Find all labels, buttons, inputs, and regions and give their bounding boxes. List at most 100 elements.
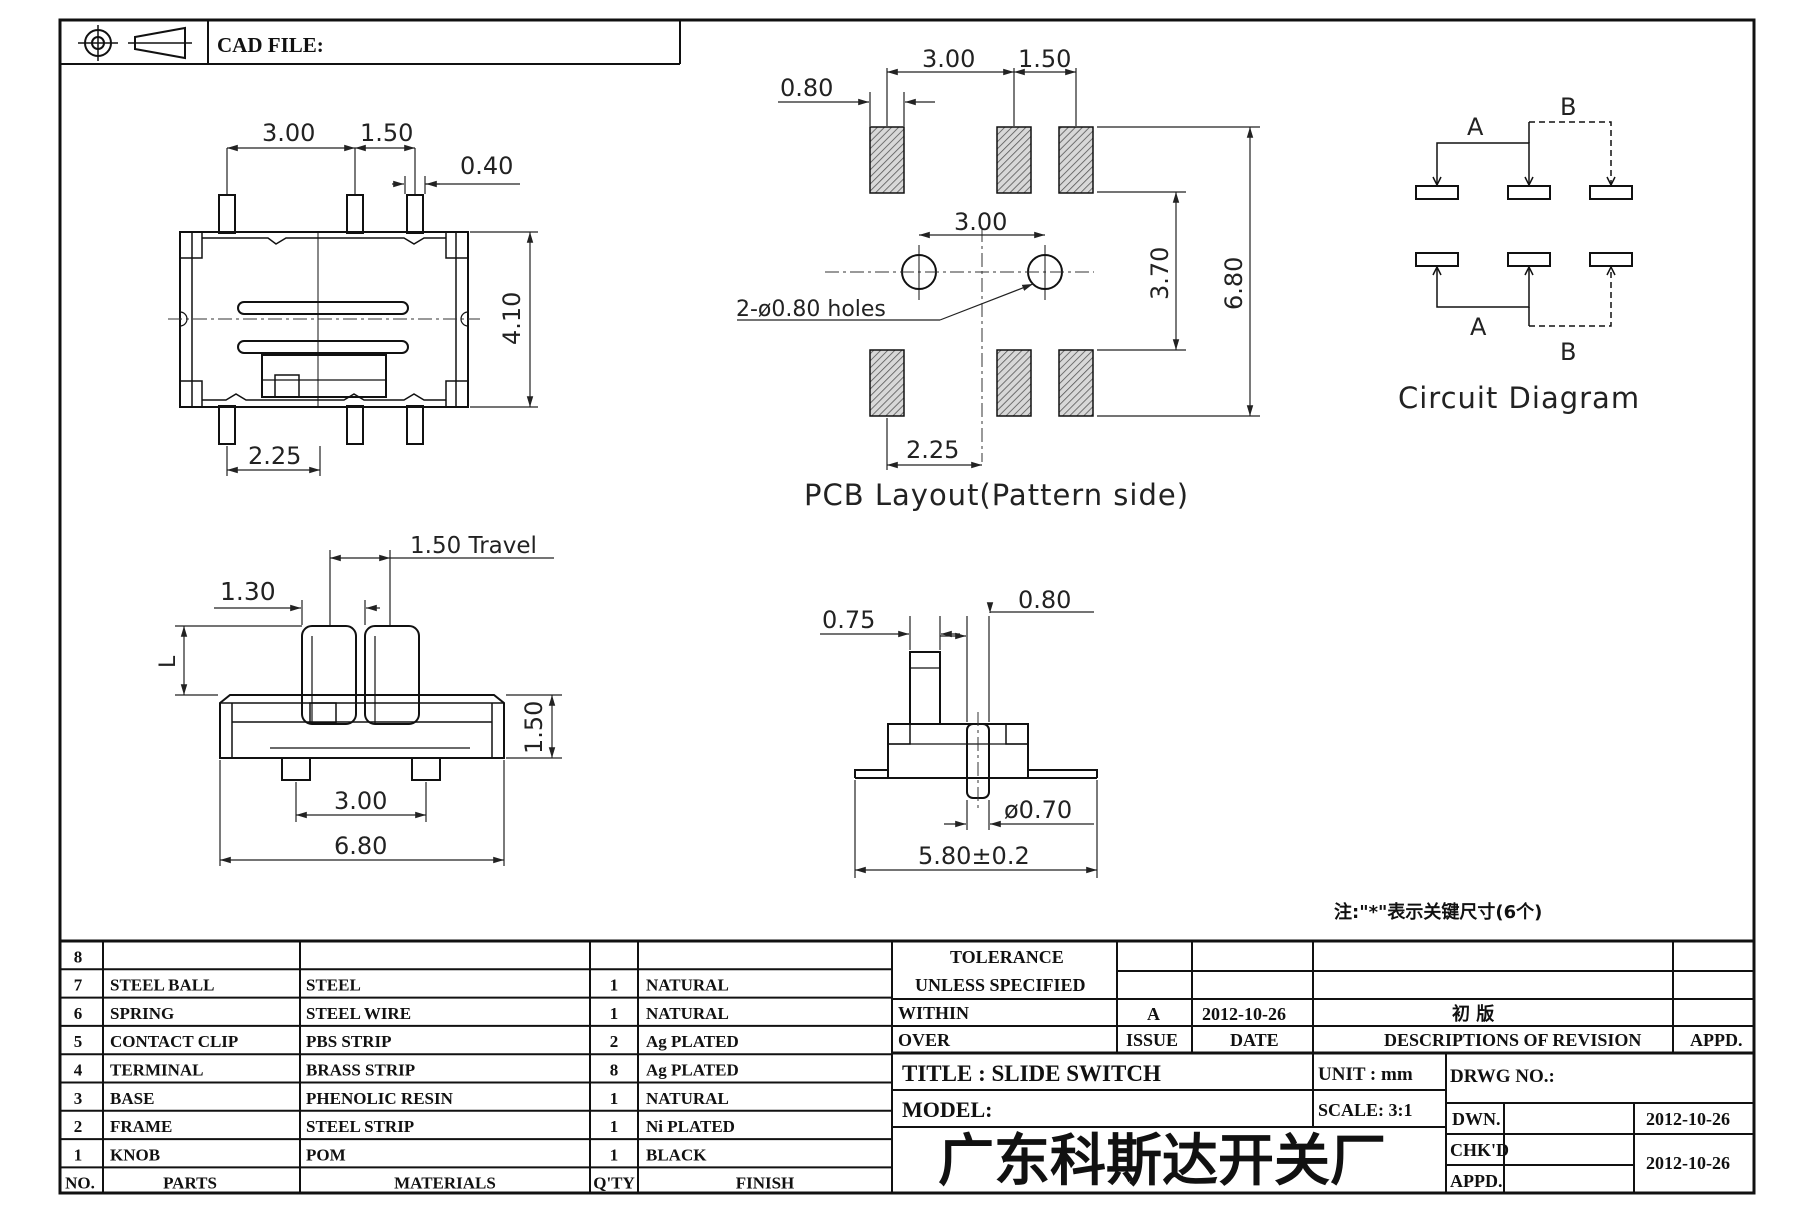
- bom-qty: 1: [610, 1089, 619, 1108]
- slot-lower: [237, 340, 409, 354]
- bom-no: 7: [74, 976, 83, 995]
- end-dim-0-80: 0.80: [1018, 586, 1071, 614]
- title-block: TOLERANCE UNLESS SPECIFIED WITHIN OVER A…: [892, 941, 1754, 1194]
- pad-bottom-1: [869, 349, 905, 417]
- bom-finish: NATURAL: [646, 1004, 729, 1023]
- projection-symbol-icon: [78, 25, 192, 61]
- revision-value: 初 版: [1452, 1003, 1494, 1025]
- top-dim-4-10: 4.10: [498, 292, 526, 345]
- pad-top-2: [996, 126, 1032, 194]
- bom-header-parts: PARTS: [163, 1174, 217, 1193]
- knob-right: [364, 625, 420, 725]
- pcb-caption: PCB Layout(Pattern side): [804, 478, 1189, 512]
- bom-finish: Ag PLATED: [646, 1061, 739, 1080]
- top-dim-2-25: 2.25: [248, 442, 301, 470]
- bom-part: STEEL BALL: [110, 976, 214, 995]
- circuit-label-a-top: A: [1467, 113, 1484, 141]
- model-label: MODEL:: [902, 1097, 992, 1122]
- end-dim-5-80: 5.80±0.2: [918, 842, 1030, 870]
- bom-qty: 8: [610, 1061, 619, 1080]
- company-name: 广东科斯达开关厂: [938, 1129, 1386, 1194]
- end-dim-0-75: 0.75: [822, 606, 875, 634]
- date-label: DATE: [1230, 1030, 1279, 1050]
- bom-part: TERMINAL: [110, 1061, 204, 1080]
- bom-header-materials: MATERIALS: [394, 1174, 496, 1193]
- bom-row: 7 STEEL BALL STEEL 1 NATURAL: [74, 976, 729, 995]
- top-dim-0-40: 0.40: [460, 152, 513, 180]
- side-dim-1-30: 1.30: [220, 577, 276, 606]
- bom-qty: 1: [610, 1004, 619, 1023]
- bom-finish: Ag PLATED: [646, 1032, 739, 1051]
- end-knob: [909, 651, 941, 725]
- bom-no: 1: [74, 1145, 83, 1164]
- side-dim-1-50: 1.50: [520, 701, 548, 754]
- circuit-label-b-top: B: [1560, 93, 1576, 121]
- circuit-label-b-bottom: B: [1560, 338, 1576, 366]
- pcb-holes-note: 2-ø0.80 holes: [736, 297, 886, 322]
- bom-header-no: NO.: [65, 1174, 95, 1193]
- circuit-caption: Circuit Diagram: [1398, 381, 1640, 415]
- date-value: 2012-10-26: [1202, 1004, 1286, 1024]
- bom-no: 6: [74, 1004, 83, 1023]
- drwg-no-label: DRWG NO.:: [1450, 1066, 1555, 1087]
- bom-row: 8: [74, 947, 83, 966]
- side-dim-3-00: 3.00: [334, 787, 387, 815]
- chkd-label: CHK'D: [1450, 1140, 1509, 1160]
- knob-left: [301, 625, 357, 725]
- pad-top-1: [869, 126, 905, 194]
- scale-label: SCALE: 3:1: [1318, 1100, 1413, 1120]
- circuit-label-a-bottom: A: [1470, 313, 1487, 341]
- drawing-frame: [58, 18, 1756, 1195]
- bom-qty: 2: [610, 1032, 619, 1051]
- bom-part: CONTACT CLIP: [110, 1032, 238, 1051]
- bom-no: 3: [74, 1089, 83, 1108]
- bom-no: 4: [74, 1061, 83, 1080]
- bom-header-finish: FINISH: [736, 1174, 795, 1193]
- bom-no: 2: [74, 1117, 83, 1136]
- drawing-title: TITLE : SLIDE SWITCH: [902, 1061, 1161, 1086]
- knob-top: [261, 354, 387, 398]
- side-dim-6-80: 6.80: [334, 832, 387, 860]
- bom-qty: 1: [610, 1117, 619, 1136]
- pcb-dim-0-80: 0.80: [780, 74, 833, 102]
- bom-material: STEEL: [306, 976, 361, 995]
- bom-material: BRASS STRIP: [306, 1061, 415, 1080]
- bom-material: STEEL STRIP: [306, 1117, 414, 1136]
- bom-row: 4 TERMINAL BRASS STRIP 8 Ag PLATED: [74, 1061, 739, 1080]
- unit-label: UNIT : mm: [1318, 1064, 1413, 1085]
- end-body: [887, 723, 1029, 779]
- bom-qty: 1: [610, 1145, 619, 1164]
- bom-no: 8: [74, 947, 83, 966]
- side-dim-travel: 1.50 Travel: [410, 533, 537, 559]
- bom-header-qty: Q'TY: [593, 1174, 635, 1193]
- circuit-diagram: A B A B Circuit Diagram: [1398, 93, 1640, 415]
- pcb-dim-3-00-holes: 3.00: [954, 208, 1007, 236]
- appd-label: APPD.: [1690, 1030, 1743, 1050]
- issue-label: ISSUE: [1126, 1030, 1178, 1050]
- dwn-date: 2012-10-26: [1646, 1109, 1730, 1129]
- pad-top-3: [1058, 126, 1094, 194]
- chkd-date: 2012-10-26: [1646, 1153, 1730, 1173]
- bom-finish: Ni PLATED: [646, 1117, 735, 1136]
- pcb-dim-3-70: 3.70: [1146, 247, 1174, 300]
- bom-material: POM: [306, 1145, 346, 1164]
- bom-qty: 1: [610, 976, 619, 995]
- end-dim-0-70: ø0.70: [1004, 796, 1072, 824]
- bom-material: PBS STRIP: [306, 1032, 392, 1051]
- tolerance-label: TOLERANCE: [950, 947, 1064, 967]
- side-dim-l: L: [156, 655, 181, 668]
- pcb-dim-3-00-top: 3.00: [922, 45, 975, 73]
- bom-material: STEEL WIRE: [306, 1004, 411, 1023]
- descriptions-label: DESCRIPTIONS OF REVISION: [1384, 1030, 1641, 1050]
- bom-finish: NATURAL: [646, 976, 729, 995]
- pad-bottom-2: [996, 349, 1032, 417]
- bom-part: KNOB: [110, 1145, 160, 1164]
- within-label: WITHIN: [898, 1003, 969, 1023]
- top-view: 3.00 1.50 0.40 4.10 2.25: [168, 119, 538, 476]
- pcb-dim-1-50: 1.50: [1018, 45, 1071, 73]
